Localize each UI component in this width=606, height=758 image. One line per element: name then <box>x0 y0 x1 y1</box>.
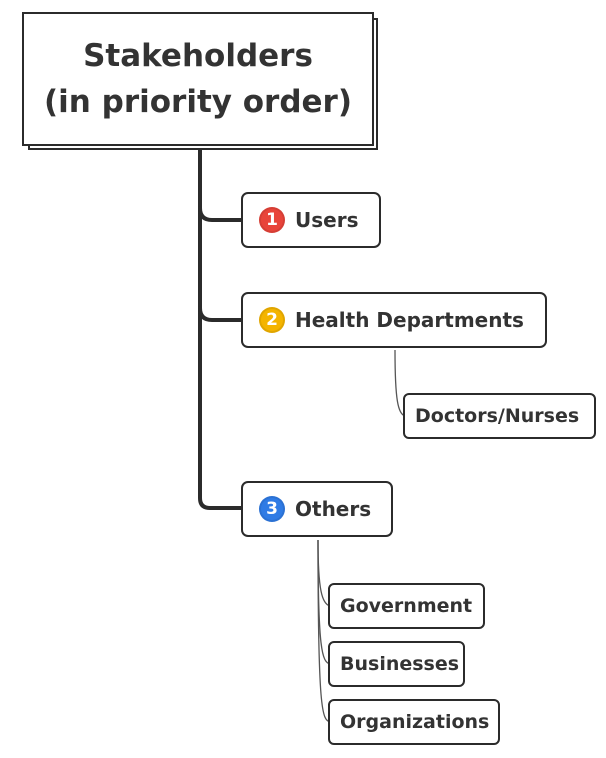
root-title-line2: (in priority order) <box>43 84 353 120</box>
node-government-label: Government <box>340 595 473 617</box>
node-others-label: Others <box>295 497 372 521</box>
branch-health <box>198 306 245 322</box>
node-health-departments-label: Health Departments <box>295 308 524 332</box>
node-organizations-label: Organizations <box>340 711 490 733</box>
branch-users <box>198 206 245 222</box>
root-node[interactable]: Stakeholders (in priority order) <box>22 12 374 146</box>
root-title-line1: Stakeholders <box>83 38 313 74</box>
priority-3-icon: 3 <box>259 496 285 522</box>
node-doctors-nurses-label: Doctors/Nurses <box>415 405 580 427</box>
node-users[interactable]: 1 Users <box>241 192 381 248</box>
node-others[interactable]: 3 Others <box>241 481 393 537</box>
node-doctors-nurses[interactable]: Doctors/Nurses <box>403 393 596 439</box>
priority-2-icon: 2 <box>259 307 285 333</box>
node-government[interactable]: Government <box>328 583 485 629</box>
node-businesses-label: Businesses <box>340 653 460 675</box>
branch-organizations <box>317 539 331 723</box>
node-health-departments[interactable]: 2 Health Departments <box>241 292 547 348</box>
node-businesses[interactable]: Businesses <box>328 641 465 687</box>
priority-1-icon: 1 <box>259 207 285 233</box>
node-users-label: Users <box>295 208 359 232</box>
trunk-line <box>198 146 245 510</box>
node-organizations[interactable]: Organizations <box>328 699 500 745</box>
